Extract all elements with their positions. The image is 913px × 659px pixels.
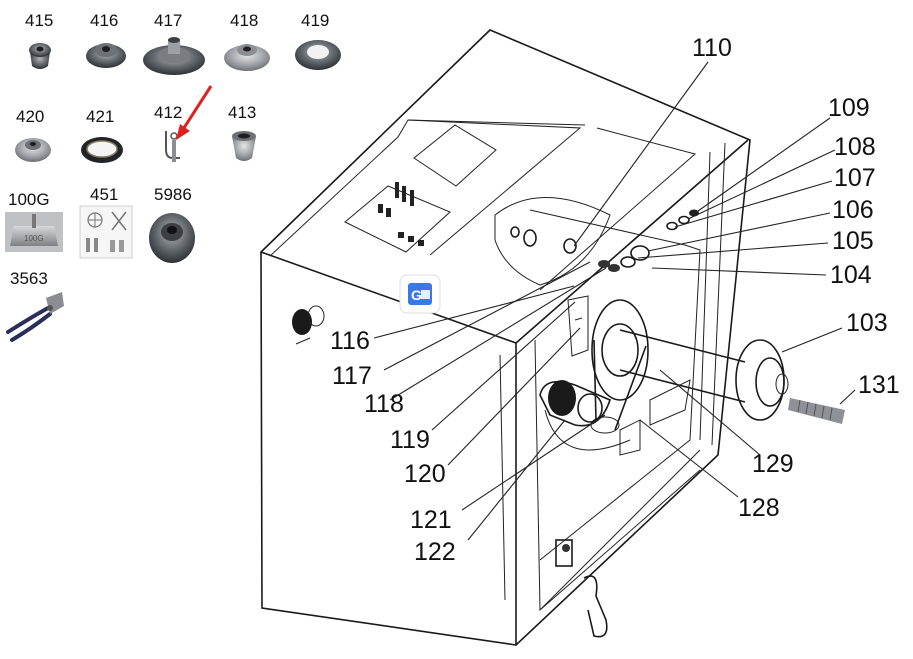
weight-pliers-icon: [6, 292, 64, 342]
svg-text:100G: 100G: [24, 234, 44, 243]
motor: [539, 380, 631, 451]
translate-icon: G: [408, 283, 432, 305]
sensor-bracket: [567, 295, 691, 456]
accessory-label: 416: [90, 11, 118, 30]
accessory-419: 419: [295, 11, 341, 70]
quick-nut-icon: [149, 213, 195, 263]
accessory-415: 415: [25, 11, 53, 69]
sleeve-icon: [232, 131, 256, 161]
spacer-ring-icon: [295, 40, 341, 70]
wheel-cone-medium-icon: [86, 43, 126, 68]
callout-label: 116: [330, 327, 370, 355]
callout-label: 122: [414, 538, 456, 566]
callout-label: 119: [390, 426, 430, 454]
accessory-421: 421: [81, 107, 123, 163]
callout-label: 121: [410, 506, 452, 534]
accessory-416: 416: [86, 11, 126, 68]
accessory-420: 420: [15, 107, 51, 162]
accessory-label: 417: [154, 11, 182, 30]
accessory-label: 3563: [10, 269, 48, 288]
accessory-label: 100G: [8, 190, 50, 209]
wheel-cone-large-icon: [143, 37, 205, 75]
svg-text:G: G: [411, 287, 422, 303]
power-switch: [292, 305, 325, 345]
accessory-label: 412: [154, 103, 182, 122]
callout-label: 128: [738, 494, 780, 522]
accessory-451: 451: [79, 185, 133, 259]
accessory-label: 415: [25, 11, 53, 30]
accessory-label: 419: [301, 11, 329, 30]
callout-label: 129: [752, 450, 794, 478]
callout-label: 120: [404, 460, 446, 488]
accessory-label: 413: [228, 103, 256, 122]
accessory-413: 413: [228, 103, 256, 161]
callout-label: 105: [832, 227, 874, 255]
callout-label: 110: [692, 34, 732, 62]
pointer-arrow-icon: [176, 85, 213, 140]
accessory-100g: 100G 100G: [5, 190, 63, 252]
accessory-label: 5986: [154, 185, 192, 204]
accessory-label: 420: [16, 107, 44, 126]
accessory-417: 417: [143, 11, 205, 75]
wheel-cone-grey-icon: [224, 44, 270, 71]
accessory-3563: 3563: [6, 269, 64, 342]
accessory-5986: 5986: [149, 185, 195, 263]
wheel-cone-small-icon: [29, 43, 51, 69]
callout-label: 107: [834, 164, 876, 192]
accessory-412: 412: [154, 85, 213, 162]
rubber-ring-icon: [81, 137, 123, 163]
main-shaft: [601, 323, 789, 421]
machine-cabinet: [260, 0, 845, 646]
callout-label: 131: [858, 371, 900, 399]
pulley-belt: [590, 299, 649, 434]
tool-kit-icon: [79, 205, 133, 259]
leader-lines: [373, 61, 856, 541]
callout-labels: 110 109 108 107 106 105 104 103 131 129 …: [330, 34, 900, 566]
callout-label: 104: [830, 261, 872, 289]
callout-label: 108: [834, 133, 876, 161]
control-panel: [344, 0, 497, 253]
accessory-label: 418: [230, 11, 258, 30]
callout-label: 118: [364, 390, 404, 418]
accessory-label: 421: [86, 107, 114, 126]
accessory-label: 451: [90, 185, 118, 204]
foot-switch: [555, 539, 608, 638]
calibration-weight-icon: 100G: [5, 212, 63, 252]
cone-grey-icon: [15, 138, 51, 162]
accessory-418: 418: [224, 11, 270, 71]
callout-label: 109: [828, 94, 870, 122]
callout-label: 103: [846, 309, 888, 337]
callout-label: 106: [832, 196, 874, 224]
callout-label: 117: [332, 362, 372, 390]
translate-badge[interactable]: G: [399, 274, 441, 314]
threaded-bolt: [788, 398, 845, 424]
washer-stack: [510, 209, 699, 272]
